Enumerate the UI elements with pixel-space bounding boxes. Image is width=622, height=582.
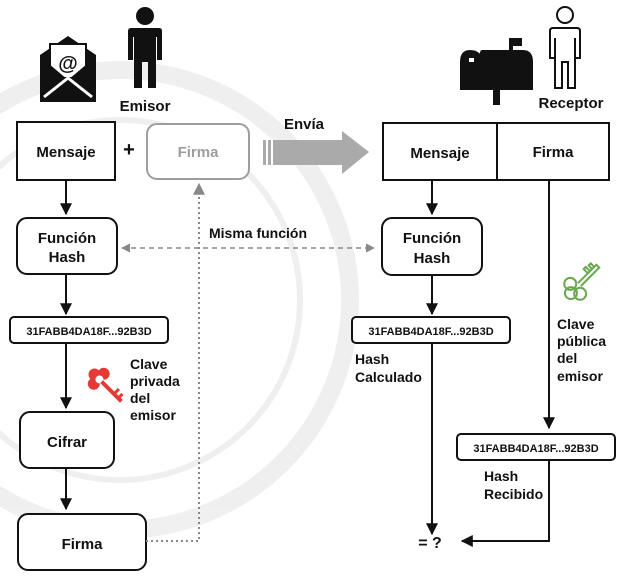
computed-hash-label-line2: Calculado [355, 369, 422, 385]
receiver-hash-function-line2: Hash [414, 250, 451, 267]
sender-hash-function-line2: Hash [49, 249, 86, 266]
receiver-message-box [382, 122, 498, 181]
signature-placeholder-label: Firma [178, 144, 220, 161]
public-key-line1: Clave [557, 316, 595, 332]
computed-hash-value: 31FABB4DA18F...92B3D [368, 326, 493, 338]
sender-message-label: Mensaje [36, 144, 95, 161]
compare-label: = ? [418, 535, 442, 552]
signature-feedback-connector [146, 182, 205, 542]
svg-text:@: @ [58, 53, 78, 75]
received-hash-value-box [456, 433, 616, 461]
sender-hash-value: 31FABB4DA18F...92B3D [26, 326, 151, 338]
private-key-line2: privada [130, 373, 180, 389]
public-key-line3: del [557, 350, 577, 366]
received-hash-value: 31FABB4DA18F...92B3D [473, 443, 598, 455]
person-icon [128, 7, 162, 88]
private-key-line1: Clave [130, 356, 168, 372]
plus-sign: + [123, 139, 135, 161]
person-outline-icon [549, 6, 581, 89]
private-key-line4: emisor [130, 407, 176, 423]
private-key-line3: del [130, 390, 150, 406]
received-hash-label-line2: Recibido [484, 486, 543, 502]
sends-label: Envía [284, 116, 325, 133]
computed-hash-label-line1: Hash [355, 351, 389, 367]
mailbox-icon [460, 38, 533, 105]
sender-hash-function-line1: Función [38, 230, 96, 247]
received-hash-label-line1: Hash [484, 468, 518, 484]
receiver-signature-box [496, 122, 610, 181]
receiver-message-label: Mensaje [410, 145, 469, 162]
sender-role-label: Emisor [120, 98, 171, 115]
arrow-received-to-compare [460, 460, 550, 547]
sender-signature-label: Firma [62, 536, 104, 553]
public-key-line4: emisor [557, 368, 603, 384]
encrypt-label: Cifrar [47, 434, 87, 451]
receiver-role-label: Receptor [538, 95, 603, 112]
sends-arrow [263, 131, 369, 174]
sender-hash-value-box [9, 316, 169, 344]
signature-placeholder-box [146, 123, 250, 180]
receiver-hash-function-line1: Función [403, 230, 461, 247]
same-function-label: Misma función [209, 225, 307, 241]
green-key-icon [563, 261, 601, 301]
envelope-icon: @ [40, 36, 96, 102]
red-key-icon [87, 367, 124, 403]
receiver-signature-label: Firma [533, 144, 575, 161]
public-key-line2: pública [557, 333, 606, 349]
